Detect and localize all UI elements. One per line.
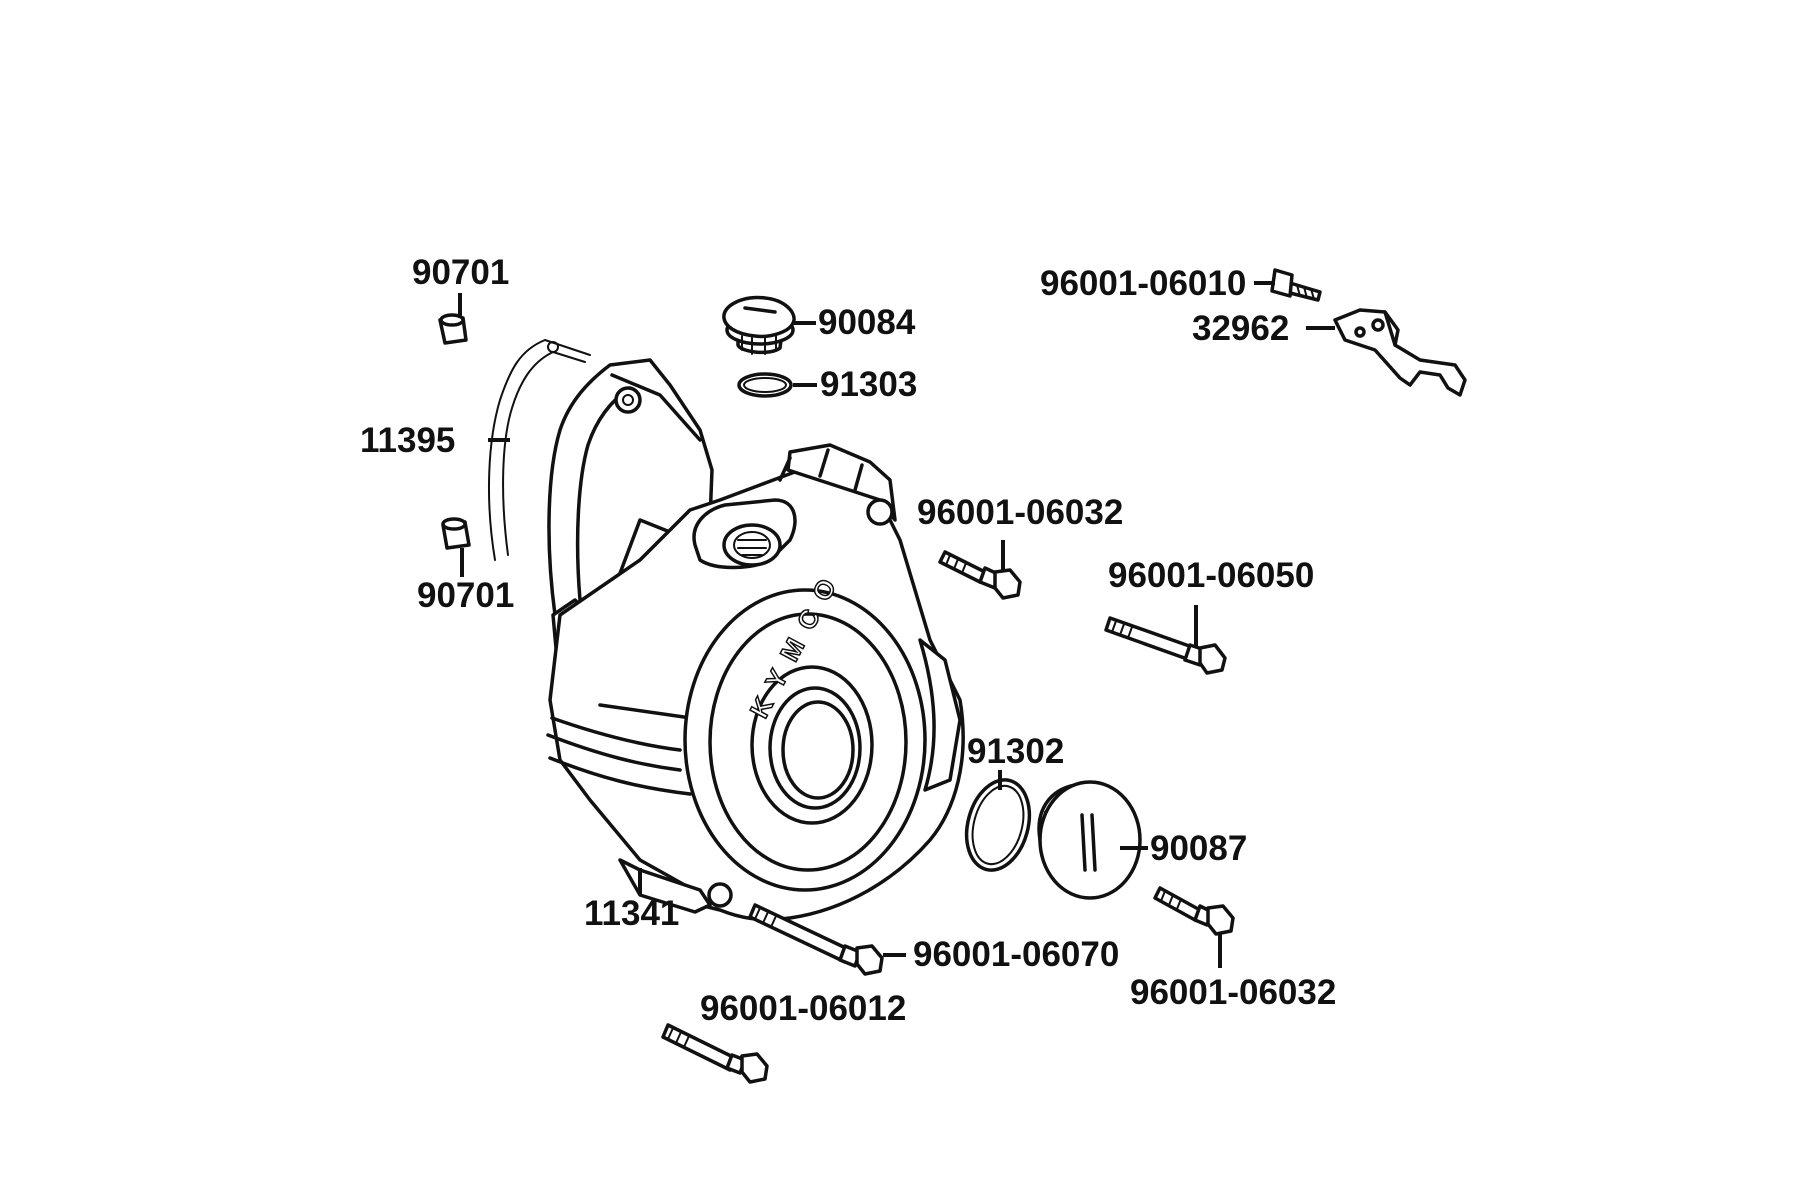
label-91302: 91302 xyxy=(967,732,1064,771)
gasket-11395 xyxy=(488,339,591,561)
label-32962: 32962 xyxy=(1192,309,1289,348)
label-91303: 91303 xyxy=(820,365,917,404)
label-11395: 11395 xyxy=(360,421,455,460)
bolt-96001-06012 xyxy=(661,1023,769,1084)
filler-cap-90084 xyxy=(722,295,796,355)
leader-lines xyxy=(458,281,1335,968)
bolt-96001-06070 xyxy=(748,903,884,976)
label-90701-top: 90701 xyxy=(412,253,509,292)
label-96001-06010: 96001-06010 xyxy=(1040,264,1246,303)
dowel-pin-top xyxy=(438,313,468,345)
o-ring-91302 xyxy=(964,778,1032,872)
dowel-pin-bottom xyxy=(441,517,471,550)
bolt-96001-06032-upper xyxy=(938,550,1022,600)
label-96001-06032-lower: 96001-06032 xyxy=(1130,973,1336,1012)
label-90084: 90084 xyxy=(818,303,916,342)
label-96001-06032-upper: 96001-06032 xyxy=(917,493,1123,532)
label-96001-06050: 96001-06050 xyxy=(1108,556,1314,595)
bracket-32962 xyxy=(1333,308,1467,397)
o-ring-91303 xyxy=(737,372,793,398)
label-96001-06070: 96001-06070 xyxy=(913,935,1119,974)
plug-cap-90087 xyxy=(1037,780,1142,900)
label-90087: 90087 xyxy=(1150,829,1247,868)
part-number-labels: 90701 11395 90701 90084 91303 96001-0601… xyxy=(360,253,1336,1028)
label-11341: 11341 xyxy=(584,894,679,933)
crankcase-cover-11341: KYMCO xyxy=(546,358,965,922)
bolt-96001-06010 xyxy=(1270,268,1322,302)
bolt-96001-06050 xyxy=(1104,616,1227,675)
label-96001-06012: 96001-06012 xyxy=(700,989,906,1028)
label-90701-bottom: 90701 xyxy=(417,576,514,615)
bolt-96001-06032-lower xyxy=(1153,886,1235,936)
